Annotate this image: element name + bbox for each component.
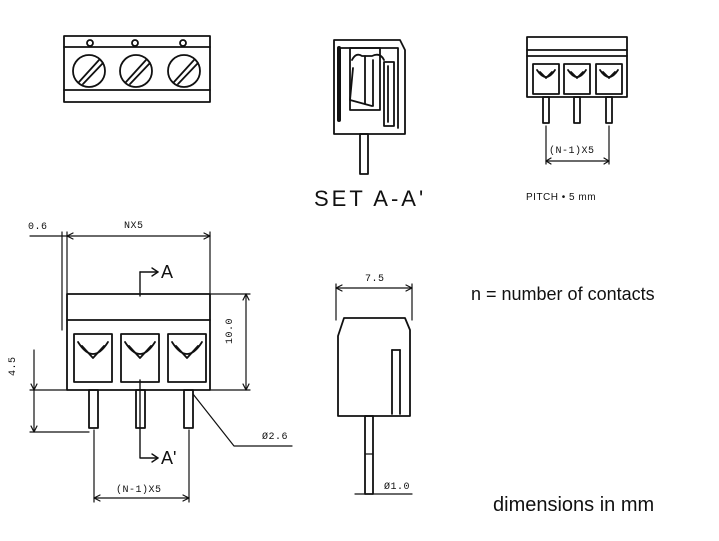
pin-length-label: 4.5: [8, 356, 19, 376]
pitch-label: PITCH • 5 mm: [526, 192, 597, 203]
section-marker-a: A: [161, 262, 174, 282]
side-view: [335, 283, 413, 495]
overall-width-label: NX5: [124, 221, 144, 232]
offset-label: 0.6: [28, 222, 48, 233]
top-view: [63, 35, 211, 103]
side-pin-diameter-label: Ø1.0: [384, 482, 411, 493]
front-view-main: [29, 231, 293, 503]
section-view: [333, 39, 406, 175]
units-note: dimensions in mm: [493, 494, 655, 516]
front-view-small: [526, 36, 628, 165]
contacts-definition: n = number of contacts: [471, 284, 655, 304]
height-label: 10.0: [225, 317, 236, 344]
section-title: SET A-A': [314, 186, 427, 211]
side-width-label: 7.5: [365, 274, 385, 285]
pin-diameter-label: Ø2.6: [262, 432, 289, 443]
section-marker-a-prime: A': [161, 448, 177, 468]
pitch-formula-label: (N-1)X5: [549, 146, 595, 157]
bottom-pitch-formula-label: (N-1)X5: [116, 485, 162, 496]
